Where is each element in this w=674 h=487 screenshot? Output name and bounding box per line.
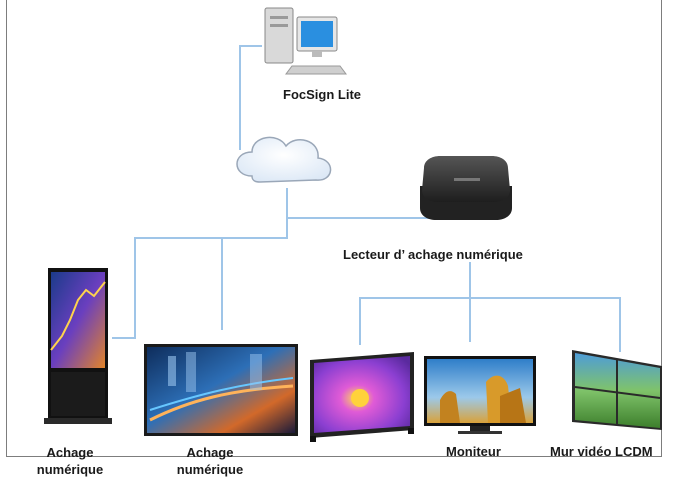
wide-display-label: Achage numérique — [162, 444, 258, 478]
media-player-box-icon — [420, 156, 512, 220]
connector-lines — [112, 46, 620, 352]
connector-player-videowall — [470, 298, 620, 352]
kiosk-label-line2: numérique — [22, 461, 118, 478]
connector-server-cloud — [240, 46, 262, 150]
connector-cloud-kiosk — [112, 218, 287, 338]
tv-monitor-icon — [424, 356, 536, 434]
kiosk-label: Achage numérique — [22, 444, 118, 478]
wide-signage-display-icon — [144, 344, 298, 436]
wide-display-label-line1: Achage — [162, 444, 258, 461]
wide-display-label-line2: numérique — [162, 461, 258, 478]
kiosk-label-line1: Achage — [22, 444, 118, 461]
connector-player-led — [360, 262, 470, 345]
led-panel-icon — [310, 352, 414, 442]
server-label: FocSign Lite — [283, 86, 361, 103]
vertical-kiosk-display-icon — [44, 268, 112, 424]
monitor-label: Moniteur — [446, 443, 501, 460]
cloud-network-icon — [237, 137, 331, 182]
desktop-computer-icon — [265, 8, 346, 74]
player-label: Lecteur d’ achage numérique — [343, 246, 523, 263]
lcd-video-wall-icon — [572, 350, 662, 430]
video-wall-label: Mur vidéo LCDM — [550, 443, 670, 460]
